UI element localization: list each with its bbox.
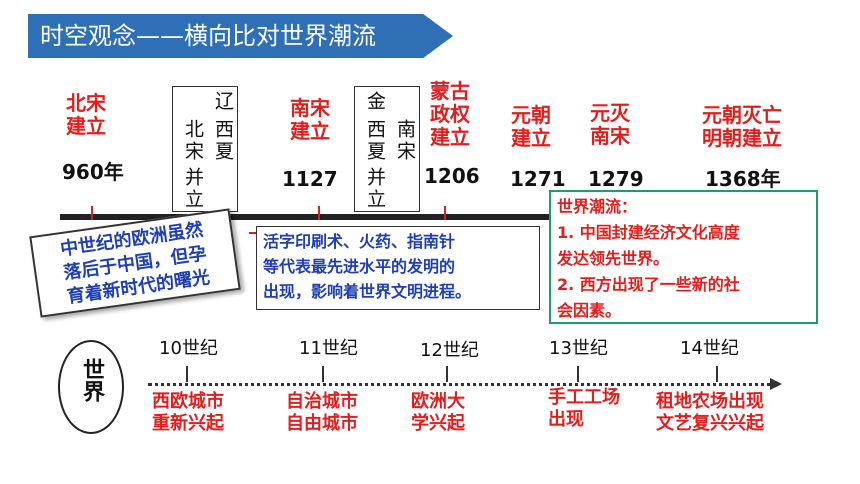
year-1368: 1368年 [705,167,781,191]
century-12: 12世纪 [420,340,479,361]
world-label: 世界 [79,358,104,402]
year-1127: 1127 [282,167,338,191]
world-event-13c: 手工工场 出现 [548,387,620,430]
century-13: 13世纪 [549,338,608,359]
world-label-circle: 世界 [58,340,124,434]
century-tick [322,366,324,382]
event-yuan-founded: 元朝 建立 [511,103,551,150]
world-event-10c: 西欧城市 重新兴起 [152,391,224,434]
event-mongol-regime-founded: 蒙古 政权 建立 [430,79,470,149]
coexistence-box-liao-xixia-northern-song: 辽 西夏 北宋 并立 [172,86,238,212]
header-banner [28,14,453,58]
century-tick [716,366,718,382]
page-title: 时空观念——横向比对世界潮流 [40,22,376,50]
world-event-14c: 租地农场出现 文艺复兴兴起 [656,391,764,434]
century-tick [577,366,579,382]
century-14: 14世纪 [680,338,739,359]
event-yuan-falls-ming-founded: 元朝灭亡 明朝建立 [702,103,782,150]
coexistence-box-jin-xixia-southern-song: 金 西夏 南宋 并立 [354,86,420,212]
timeline-tick-960 [91,206,93,220]
world-event-11c: 自治城市 自由城市 [286,391,358,434]
timeline-tick-1206 [444,206,446,220]
century-tick [446,366,448,382]
china-timeline-axis [60,214,560,220]
event-yuan-conquers-southern-song: 元灭 南宋 [590,101,630,148]
arrow-right-icon [770,378,782,390]
year-1206: 1206 [424,164,480,188]
century-tick [186,366,188,382]
year-1271: 1271 [510,167,566,191]
event-northern-song-founded: 北宋 建立 [66,91,106,138]
europe-note-callout: 中世纪的欧洲虽然 落后于中国，但孕 育着新时代的曙光 [29,208,241,318]
timeline-tick-1127 [318,206,320,220]
connector-line [249,232,256,234]
world-timeline-axis [148,383,778,386]
world-trend-callout: 世界潮流： 1. 中国封建经济文化高度 发达领先世界。 2. 西方出现了一些新的… [549,190,818,324]
year-960: 960年 [62,160,124,184]
century-11: 11世纪 [299,338,358,359]
inventions-note-callout: 活字印刷术、火药、指南针 等代表最先进水平的发明的 出现，影响着世界文明进程。 [256,226,540,310]
year-1279: 1279 [588,167,644,191]
century-10: 10世纪 [159,338,218,359]
world-event-12c: 欧洲大 学兴起 [411,391,465,434]
event-southern-song-founded: 南宋 建立 [290,96,330,143]
